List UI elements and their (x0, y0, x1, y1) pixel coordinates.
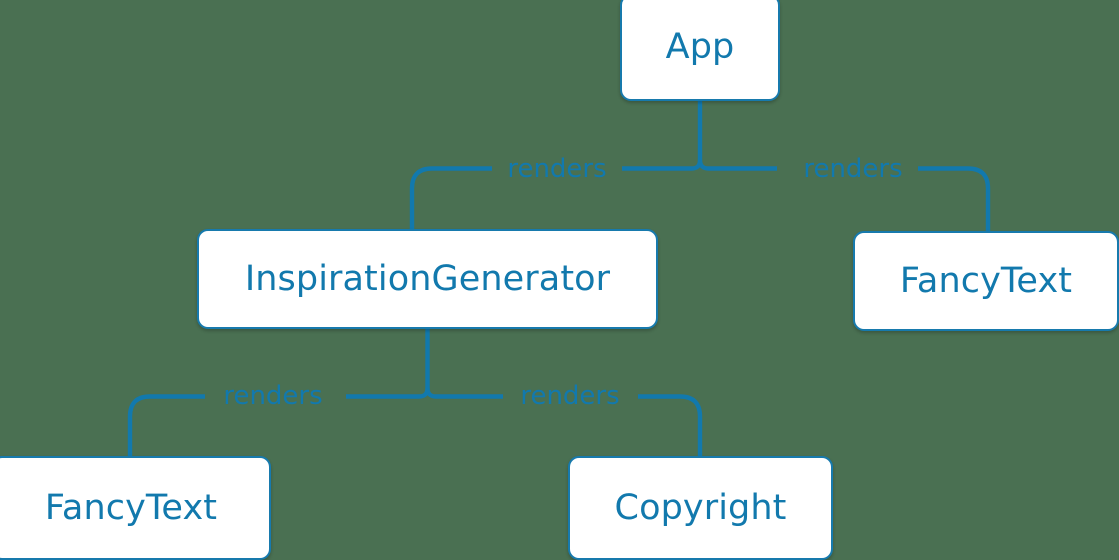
edge-app-stem-left (691, 159, 703, 171)
edge-label-app-to-inspiration-generator: renders (507, 154, 607, 184)
node-copyright[interactable]: Copyright (568, 456, 833, 560)
node-fancytext-bottom-label: FancyText (44, 487, 218, 528)
edge-app-to-fancytext-bar-right (918, 166, 991, 233)
node-fancytext-bottom[interactable]: FancyText (0, 456, 271, 560)
node-copyright-label: Copyright (614, 487, 787, 528)
edge-label-inspiration-generator-to-fancytext: renders (223, 381, 323, 411)
node-inspiration-generator-label: InspirationGenerator (244, 258, 611, 299)
node-fancytext-right[interactable]: FancyText (853, 231, 1119, 331)
edge-inspiration-stem-left (418, 387, 430, 399)
edge-inspiration-to-fancytext-bar-left (127, 394, 205, 458)
edge-inspiration-to-copyright-bar-right (638, 394, 703, 458)
node-app-label: App (665, 27, 735, 67)
edge-label-inspiration-generator-to-copyright: renders (520, 381, 620, 411)
edge-label-app-to-fancytext: renders (803, 154, 903, 184)
node-fancytext-right-label: FancyText (899, 260, 1073, 301)
node-inspiration-generator[interactable]: InspirationGenerator (197, 229, 658, 329)
edge-app-to-inspiration-bar-left (409, 166, 492, 231)
edge-app-stem (697, 100, 709, 171)
edge-inspiration-stem (425, 329, 437, 399)
node-app[interactable]: App (620, 0, 780, 101)
